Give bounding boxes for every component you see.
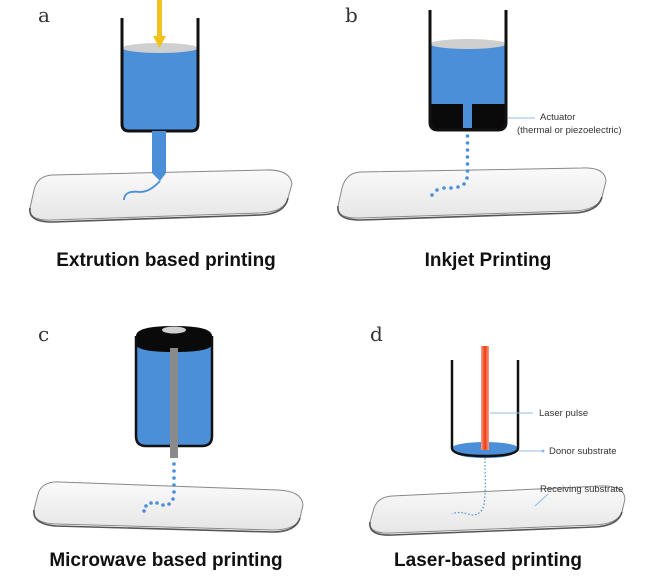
inkjet-nozzle <box>463 104 472 128</box>
glass-slide-a <box>29 169 293 223</box>
glass-slide-b <box>337 167 607 221</box>
panel-a-extrusion: a Extrution based printing <box>29 0 293 271</box>
laser-beam <box>481 346 489 450</box>
extruded-filament <box>123 180 161 201</box>
panel-c-letter: c <box>38 322 49 346</box>
panel-b-caption: Inkjet Printing <box>425 250 552 271</box>
receiving-substrate-label: Receiving substrate <box>540 484 623 495</box>
microwave-droplets <box>142 462 176 513</box>
panel-c-microwave: c Microwave based printing <box>33 322 304 571</box>
inkjet-bioink <box>430 44 506 104</box>
glass-slide-c <box>33 481 304 533</box>
panel-d-laser: d Laser pulse Donor substrate Receiving … <box>369 322 626 571</box>
panel-a-caption: Extrution based printing <box>56 250 276 271</box>
inkjet-cartridge <box>428 10 508 132</box>
panel-a-letter: a <box>38 3 50 27</box>
panel-d-letter: d <box>370 322 383 346</box>
extrusion-nozzle <box>152 131 166 173</box>
glass-slide-d <box>369 485 626 536</box>
extruder-ink-surface <box>122 43 198 53</box>
panel-b-letter: b <box>345 3 358 27</box>
panel-b-inkjet: b Actuator (thermal or piezoelectric) In… <box>337 3 622 271</box>
extruder-syringe <box>120 0 200 181</box>
receiving-substrate-leader <box>534 493 549 507</box>
laser-pulse-label: Laser pulse <box>539 408 588 419</box>
inkjet-droplets <box>430 134 470 197</box>
extruder-bioink <box>122 48 198 131</box>
microwave-probe <box>170 348 178 446</box>
panel-c-caption: Microwave based printing <box>49 550 282 571</box>
actuator-label: Actuator <box>540 112 575 123</box>
panel-d-caption: Laser-based printing <box>394 550 582 571</box>
laser-transfer-path <box>451 458 486 516</box>
laser-chamber <box>450 346 520 458</box>
plunger-arrow-icon <box>153 36 166 48</box>
donor-substrate-label: Donor substrate <box>549 446 617 457</box>
actuator-detail-label: (thermal or piezoelectric) <box>517 125 622 136</box>
microwave-printhead <box>134 326 214 458</box>
microwave-cap <box>136 326 212 352</box>
